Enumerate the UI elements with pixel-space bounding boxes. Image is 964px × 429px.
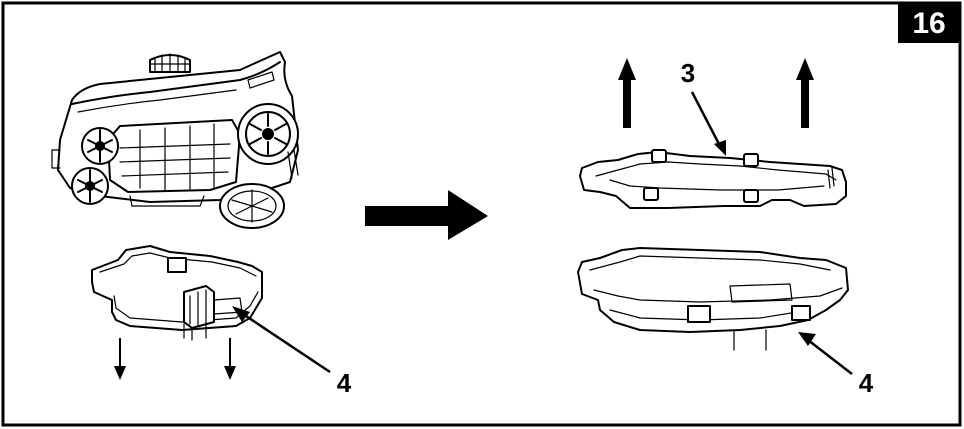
filter-tray-left (91, 245, 263, 341)
pool-robot-illustration (51, 51, 299, 229)
up-arrow-right-1 (618, 58, 636, 128)
filter-tray-right (577, 247, 849, 351)
step-number: 16 (912, 7, 945, 40)
label-filter-tray-right: 4 (859, 368, 874, 398)
callout-filter-cover: 3 (681, 58, 726, 156)
callout-filter-tray-left: 4 (232, 306, 352, 398)
filter-cover (579, 149, 847, 209)
down-arrow-left-2 (224, 338, 236, 380)
up-arrow-right-2 (796, 58, 814, 128)
label-filter-cover: 3 (681, 58, 695, 88)
label-filter-tray-left: 4 (337, 368, 352, 398)
down-arrow-left-1 (114, 338, 126, 380)
callout-filter-tray-right: 4 (798, 332, 874, 398)
transition-arrow (365, 190, 488, 240)
step-badge: 16 (898, 3, 960, 43)
